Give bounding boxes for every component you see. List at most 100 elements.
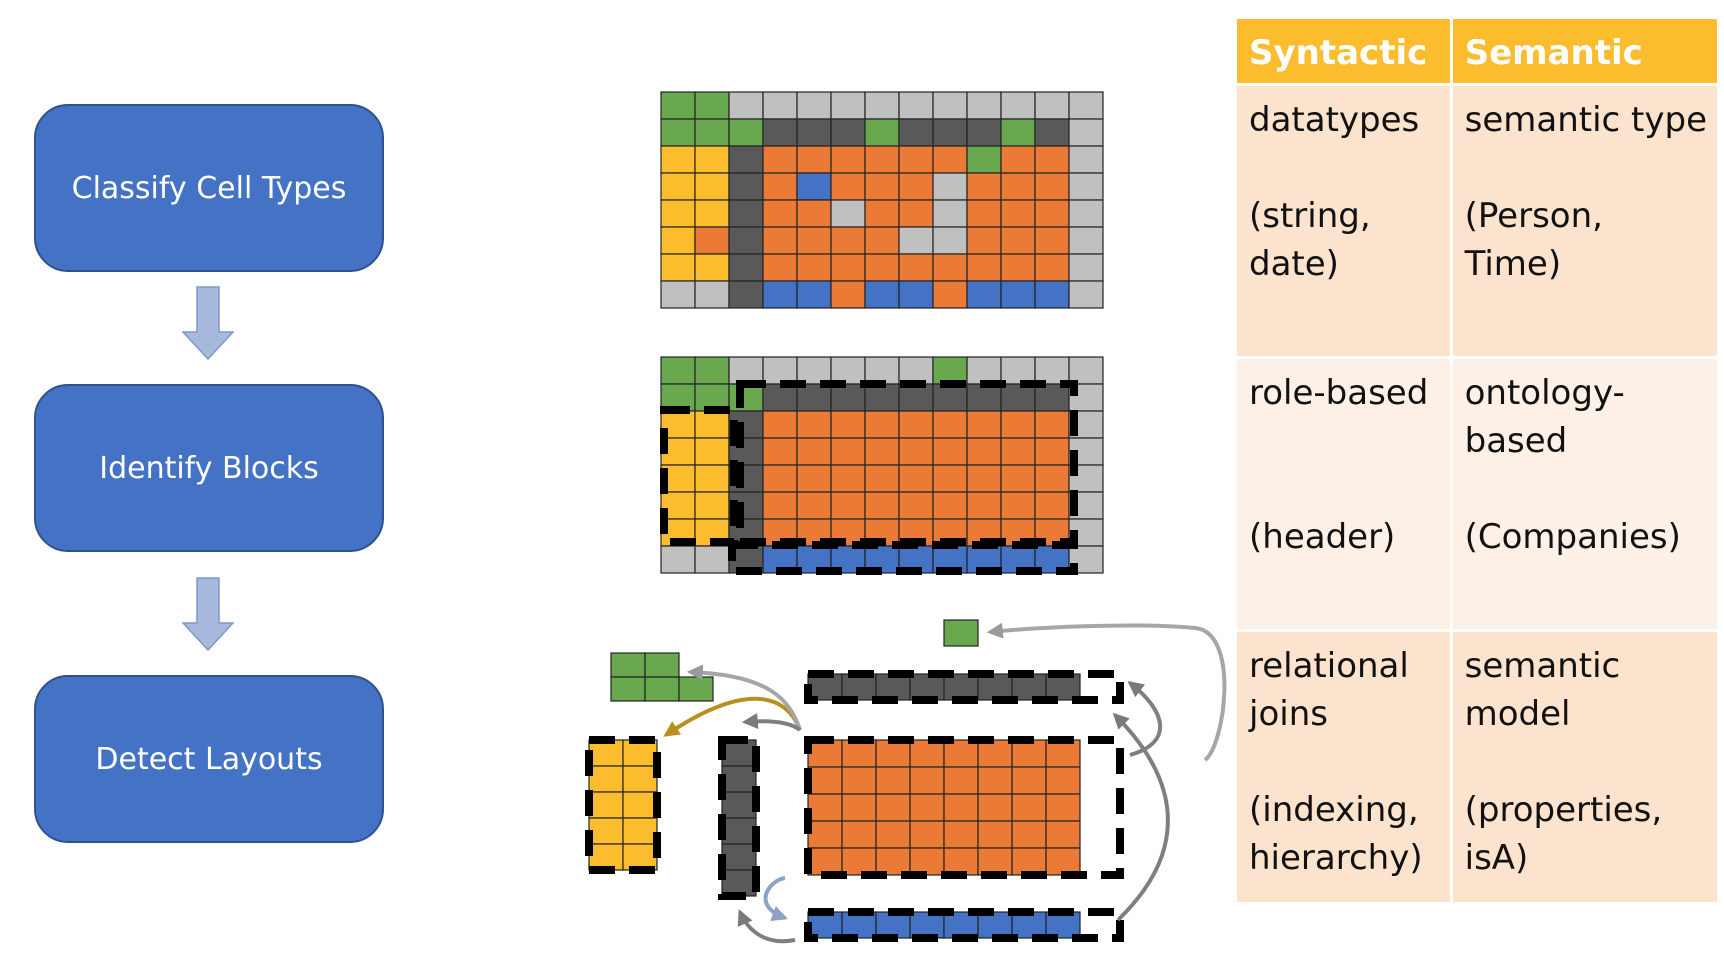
grid-cell xyxy=(864,383,900,412)
grid-cell xyxy=(966,437,1002,466)
layout-arrows xyxy=(663,622,1227,944)
grid-cell xyxy=(966,91,1002,120)
grid-cell xyxy=(644,652,680,678)
grid-cell xyxy=(796,91,832,120)
grid-cell xyxy=(830,491,866,520)
grid-cell xyxy=(898,280,934,309)
metadata-block-outline xyxy=(660,406,738,546)
grid-cell xyxy=(796,118,832,147)
cell-text: joins xyxy=(1249,694,1328,734)
grid-cell xyxy=(1000,280,1036,309)
step-label: Identify Blocks xyxy=(99,450,319,486)
grid-cell xyxy=(796,356,832,385)
grid-cell xyxy=(1045,793,1081,822)
grid-cell xyxy=(728,253,764,282)
cell-detail: (Companies) xyxy=(1464,517,1681,557)
grid-cell xyxy=(1045,820,1081,849)
cell-text: role-based xyxy=(1249,373,1429,413)
grid-cell xyxy=(1034,199,1070,228)
grid-cell xyxy=(830,118,866,147)
grid-cell xyxy=(864,172,900,201)
grid-cell xyxy=(909,847,945,876)
grid-cell xyxy=(660,91,696,120)
grid-cell xyxy=(875,847,911,876)
grid-cell xyxy=(898,172,934,201)
grid-cell xyxy=(830,280,866,309)
grid-cell xyxy=(932,356,968,385)
grid-cell xyxy=(796,383,832,412)
grid-cell xyxy=(932,410,968,439)
grid-cell xyxy=(694,280,730,309)
cell-detail: (Person, xyxy=(1464,196,1603,236)
arrow-to-metadata xyxy=(663,696,802,737)
grid-cell xyxy=(1045,766,1081,795)
grid-cell xyxy=(762,253,798,282)
arrow-to-row-header xyxy=(741,713,802,732)
cell-text: model xyxy=(1464,694,1571,734)
grid-cell xyxy=(796,464,832,493)
grid-cell xyxy=(864,253,900,282)
row-header-outline xyxy=(718,736,760,900)
grid-cell xyxy=(1068,172,1104,201)
grid-cell xyxy=(864,491,900,520)
grid-cell xyxy=(898,145,934,174)
grid-cell xyxy=(1000,145,1036,174)
derived-block-outline xyxy=(728,541,1078,575)
grid-cell xyxy=(721,817,757,845)
grid-cell xyxy=(898,91,934,120)
grid-cell xyxy=(1045,847,1081,876)
grid-cell xyxy=(622,817,658,845)
grid-cell xyxy=(830,226,866,255)
grid-cell xyxy=(909,739,945,768)
grid-cell xyxy=(977,673,1013,701)
grid-cell xyxy=(1011,820,1047,849)
arrow-to-col-header xyxy=(1127,681,1162,757)
cell-text: datatypes xyxy=(1249,100,1420,140)
grid-cell xyxy=(1068,145,1104,174)
grid-cell xyxy=(1011,847,1047,876)
grid-cell xyxy=(864,437,900,466)
grid-cell xyxy=(588,817,624,845)
grid-cell xyxy=(864,356,900,385)
grid-cell xyxy=(830,356,866,385)
cell-text: relational xyxy=(1249,646,1409,686)
grid-cell xyxy=(644,676,680,702)
grid-cell xyxy=(864,118,900,147)
grid-cell xyxy=(1011,793,1047,822)
grid-cell xyxy=(1034,383,1070,412)
grid-cell xyxy=(1034,253,1070,282)
grid-cell xyxy=(588,843,624,871)
grid-cell xyxy=(1068,356,1104,385)
grid-cell xyxy=(830,253,866,282)
grid-cell xyxy=(622,765,658,793)
grid-cell xyxy=(966,464,1002,493)
grid-cell xyxy=(1045,673,1081,701)
grid-cell xyxy=(1034,172,1070,201)
grid-cell xyxy=(610,676,646,702)
grid-cell xyxy=(1034,118,1070,147)
grid-cell xyxy=(875,766,911,795)
grid-cell xyxy=(1045,739,1081,768)
grid-cell xyxy=(932,145,968,174)
grid-cell xyxy=(1068,464,1104,493)
grid-cell xyxy=(841,911,877,939)
grid-cell xyxy=(694,410,730,439)
grid-cell xyxy=(721,765,757,793)
grid-cell xyxy=(898,410,934,439)
grid-cell xyxy=(796,410,832,439)
grid-cell xyxy=(762,280,798,309)
grid-cell xyxy=(1000,91,1036,120)
grid-cell xyxy=(588,765,624,793)
grid-cell xyxy=(1034,356,1070,385)
grid-cell xyxy=(721,791,757,819)
grid-cell xyxy=(830,383,866,412)
grid-cell xyxy=(864,464,900,493)
cell-text: ontology- xyxy=(1464,373,1625,413)
cell-detail: Time) xyxy=(1464,244,1562,284)
grid-cell xyxy=(932,280,968,309)
table-row: datatypes (string, date) semantic type (… xyxy=(1237,86,1717,356)
grid-cell xyxy=(966,253,1002,282)
grid-cell xyxy=(977,847,1013,876)
grid-cell xyxy=(841,847,877,876)
grid-cell xyxy=(977,739,1013,768)
